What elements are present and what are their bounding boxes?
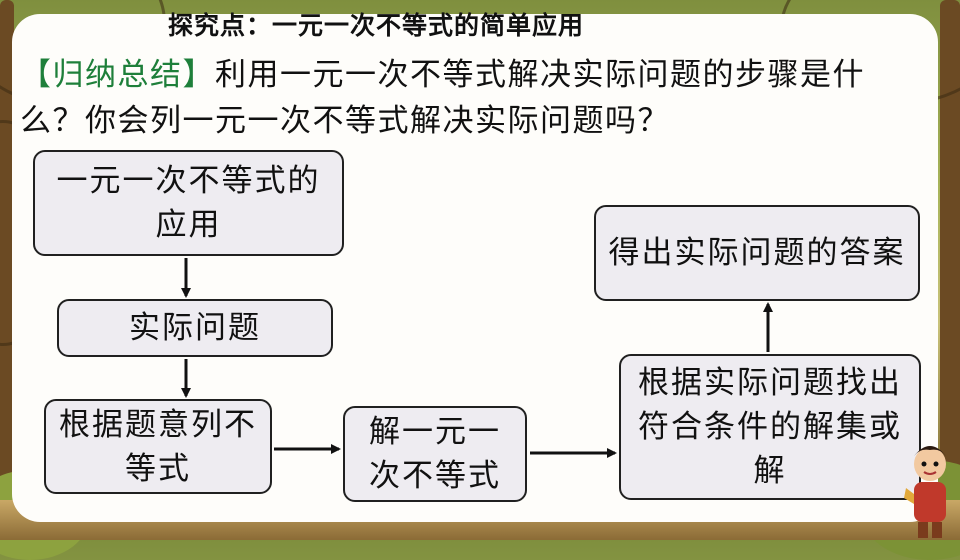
- cartoon-mascot-icon: [904, 446, 946, 538]
- question-text: 利用一元一次不等式解决实际问题的步骤是什么？你会列一元一次不等式解决实际问题吗？: [20, 57, 865, 139]
- summary-tag: 【归纳总结】: [20, 57, 215, 93]
- flow-box-real-problem: 实际问题: [57, 299, 333, 357]
- flow-box-application: 一元一次不等式的应用: [33, 150, 344, 256]
- flow-box-answer: 得出实际问题的答案: [594, 205, 920, 301]
- summary-question: 【归纳总结】利用一元一次不等式解决实际问题的步骤是什么？你会列一元一次不等式解决…: [20, 52, 920, 144]
- flow-box-find-solution: 根据实际问题找出符合条件的解集或解: [619, 354, 921, 500]
- flow-arrows: [181, 258, 773, 458]
- flow-box-set-up-inequality: 根据题意列不等式: [44, 399, 272, 494]
- flow-box-solve-inequality: 解一元一次不等式: [343, 406, 527, 502]
- slide-heading: 探究点：一元一次不等式的简单应用: [168, 11, 585, 40]
